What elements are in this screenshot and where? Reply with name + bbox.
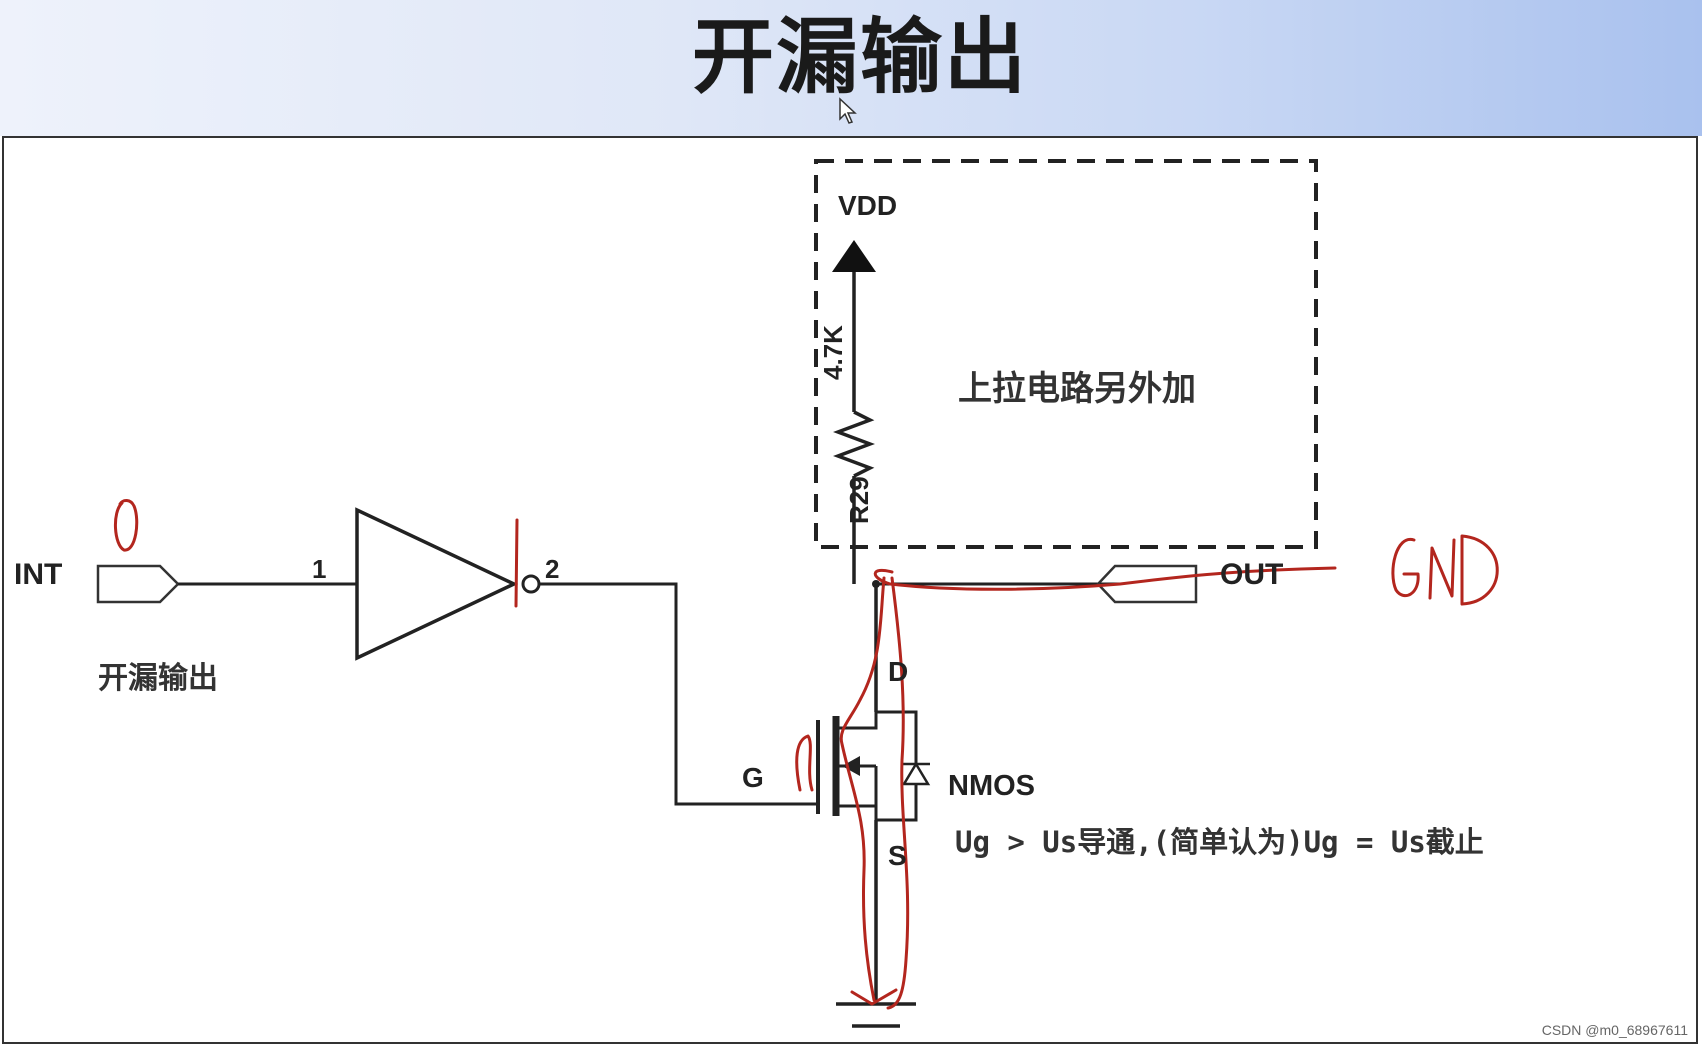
input-connector (96, 564, 180, 604)
input-caption: 开漏输出 (98, 661, 218, 696)
source-label: S (888, 840, 907, 871)
ink-gnd-d (1460, 534, 1499, 606)
mouse-cursor-icon (839, 97, 857, 124)
ink-gnd-g (1391, 538, 1420, 597)
condition-note: Ug > Us导通,(简单认为)Ug = Us截止 (955, 825, 1484, 859)
inverter-triangle (355, 507, 519, 661)
transistor-label: NMOS (948, 770, 1035, 802)
watermark: CSDN @m0_68967611 (1541, 1022, 1688, 1038)
pin-2-label: 2 (545, 554, 560, 584)
ink-gnd-n (1428, 538, 1456, 600)
pin-1-label: 1 (312, 554, 327, 584)
nmos-drain-lead (836, 710, 918, 764)
pullup-note: 上拉电路另外加 (958, 369, 1196, 409)
supply-label: VDD (838, 190, 898, 221)
nmos-arrow (842, 756, 860, 776)
gate-wire (539, 582, 818, 806)
output-pin-label: OUT (1220, 558, 1284, 591)
ink-output-current (873, 566, 1337, 591)
ink-tick-mark (514, 518, 519, 608)
gate-label: G (742, 762, 764, 793)
ink-return-loop (886, 576, 910, 1010)
resistor-value-label: 4.7K (818, 325, 848, 380)
resistor-ref-label: R29 (844, 476, 874, 524)
output-connector (1096, 564, 1198, 604)
ink-current-down (839, 576, 898, 1006)
ink-gate-mark (795, 734, 814, 792)
ink-zero-mark (114, 499, 139, 552)
drain-label: D (888, 656, 909, 687)
resistor-zigzag (833, 410, 875, 478)
vdd-arrow (832, 240, 876, 272)
pullup-dashed-box (814, 159, 1318, 549)
body-diode (901, 761, 931, 786)
inverter-bubble (521, 574, 541, 594)
ink-annotations (114, 499, 1499, 1010)
slide-title: 开漏输出 (691, 10, 1028, 105)
input-pin-label: INT (14, 558, 63, 591)
